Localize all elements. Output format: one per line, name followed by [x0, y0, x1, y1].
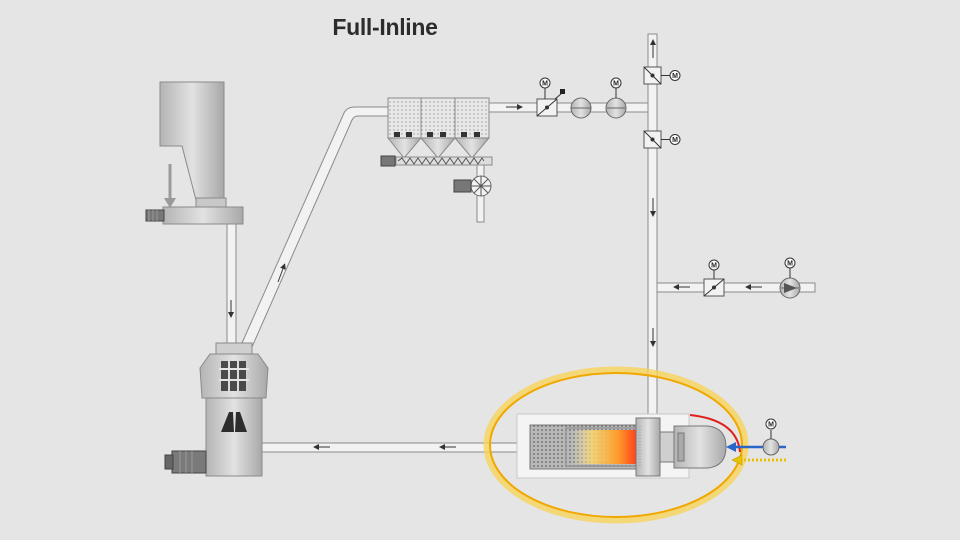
fuel-line	[731, 454, 786, 466]
motor-label: M	[672, 137, 678, 144]
motor-icon: M	[669, 70, 681, 81]
screw-conveyor-icon	[145, 206, 244, 225]
pipe-main-vertical	[647, 33, 658, 423]
mill-icon	[164, 342, 269, 477]
feed-arrow-icon	[164, 164, 176, 208]
damper-icon	[536, 89, 565, 117]
damper-icon	[643, 130, 670, 149]
motor-icon: M	[784, 257, 796, 269]
rotary-valve-icon	[453, 175, 492, 197]
diagram-title: Full-Inline	[332, 14, 438, 40]
fan-icon	[779, 268, 801, 299]
pipe-mill-riser	[237, 106, 391, 357]
flow-arrows	[228, 39, 762, 450]
motor-label: M	[711, 263, 717, 270]
motor-label: M	[672, 73, 678, 80]
motor-icon: M	[539, 77, 551, 99]
filter-silo-icon	[380, 97, 493, 167]
damper-icon	[643, 66, 670, 85]
burner-icon	[516, 413, 727, 479]
damper-icon	[703, 270, 725, 297]
motor-label: M	[613, 81, 619, 88]
motor-icon: M	[669, 134, 681, 145]
motor-icon: M	[610, 77, 622, 89]
fan-icon	[762, 430, 780, 456]
fan-icon	[605, 87, 627, 119]
highlight-ring	[483, 366, 749, 524]
pipe-bottom-return	[261, 442, 535, 453]
pipe-network	[226, 33, 816, 453]
motor-label: M	[787, 261, 793, 268]
motor-label: M	[542, 81, 548, 88]
motor-icon: M	[708, 259, 720, 271]
separator-icon	[570, 97, 592, 119]
motor-icon: M	[765, 418, 777, 430]
flow-arrow-icon	[277, 263, 286, 283]
motor-label: M	[768, 422, 774, 429]
pipe-fresh-air	[656, 282, 816, 293]
pipe-feed-down	[226, 223, 237, 351]
